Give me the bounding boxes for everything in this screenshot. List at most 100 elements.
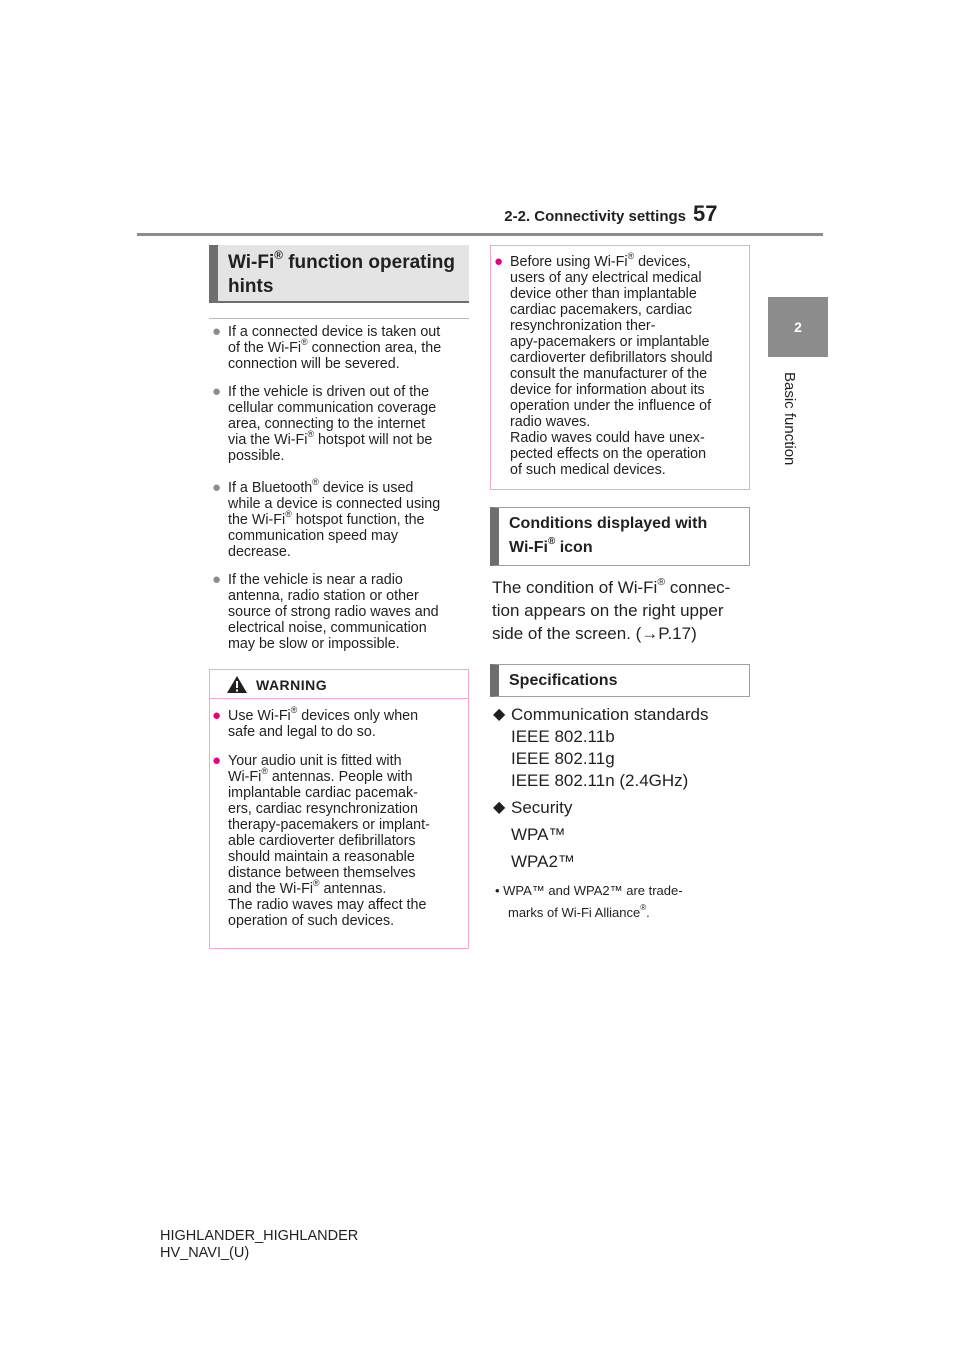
bullet-dot-icon: ● — [212, 323, 222, 340]
bullet-line: decrease. — [228, 544, 291, 560]
bullet-line: may be slow or impossible. — [228, 636, 400, 652]
bullet-dot-icon: ● — [212, 383, 222, 400]
footer-model: HIGHLANDER_HIGHLANDER — [160, 1228, 359, 1244]
bullet-line: operation under the influence of — [510, 398, 712, 414]
hints-section-heading: Wi-Fi® function operating hints — [209, 245, 469, 303]
bullet-line: connection will be severed. — [228, 356, 400, 372]
bullet-dot-icon: ● — [494, 253, 504, 270]
footnote-line: marks of Wi-Fi Alliance®. — [508, 903, 650, 920]
warning-triangle-icon — [227, 676, 247, 693]
spec-value: IEEE 802.11g — [511, 749, 615, 768]
hints-title-pre: Wi-Fi — [228, 252, 275, 273]
bullet-line: should maintain a reasonable — [228, 849, 415, 865]
spec-item-communication: ◆ Communication standards — [493, 704, 763, 726]
trademark-footnote: • WPA™ and WPA2™ are trade-marks of Wi-F… — [495, 880, 765, 924]
warning-box-continued — [490, 245, 750, 490]
conditions-text-line: The condition of Wi-Fi® connec- — [492, 575, 731, 597]
bullet-line: Before using Wi-Fi® devices, — [510, 250, 691, 270]
bullet-line: therapy-pacemakers or implant- — [228, 817, 430, 833]
bullet-text: Before using Wi-Fi® devices,users of any… — [510, 250, 713, 478]
hints-title-post: function operating — [282, 252, 455, 273]
header-rule — [137, 233, 823, 236]
spec-item-security: ◆ Security — [493, 797, 763, 819]
bullet-line: If the vehicle is driven out of the — [228, 384, 430, 400]
bullet-line: device for information about its — [510, 382, 705, 398]
warning-title: WARNING — [256, 677, 328, 693]
section-header: 2-2. Connectivity settings — [504, 208, 686, 225]
bullet-line: apy-pacemakers or implantable — [510, 334, 710, 350]
hints-divider — [209, 318, 469, 319]
bullet-line: ers, cardiac resynchronization — [228, 801, 418, 817]
bullet-line: communication speed may — [228, 528, 399, 544]
spec-label-security: Security — [511, 798, 573, 817]
bullet-line: Use Wi-Fi® devices only when — [228, 704, 419, 724]
hints-heading-underline — [209, 301, 469, 303]
bullet-line: cardioverter defibrillators should — [510, 350, 713, 366]
spec-value: WPA™ — [511, 825, 566, 844]
bullet-item: ● Before using Wi-Fi® devices,users of an… — [494, 250, 750, 478]
bullet-line: resynchronization ther- — [510, 318, 656, 334]
bullet-line: device other than implantable — [510, 286, 697, 302]
bullet-line: able cardioverter defibrillators — [228, 833, 416, 849]
bullet-line: via the Wi-Fi® hotspot will not be — [228, 428, 433, 448]
bullet-dot-icon: ● — [212, 707, 222, 724]
bullet-line: possible. — [228, 448, 285, 464]
diamond-bullet-icon: ◆ — [493, 706, 506, 723]
bullet-dot-icon: ● — [212, 752, 222, 769]
conditions-title-line1: Conditions displayed with — [509, 515, 708, 532]
footnote-line: • WPA™ and WPA2™ are trade- — [495, 883, 683, 898]
bullet-line: the Wi-Fi® hotspot function, the — [228, 508, 425, 528]
specs-section-heading: Specifications — [490, 664, 750, 697]
spec-value: IEEE 802.11n (2.4GHz) — [511, 771, 689, 790]
hints-title-line2: hints — [228, 276, 274, 297]
warning-box — [209, 669, 469, 949]
chapter-tab-label: Basic function — [781, 372, 798, 466]
bullet-line: Radio waves could have unex- — [510, 430, 705, 446]
spec-value: IEEE 802.11b — [511, 727, 615, 746]
bullet-line: of such medical devices. — [510, 462, 666, 478]
page-number: 57 — [693, 201, 718, 226]
bullet-line: while a device is connected using — [228, 496, 441, 512]
bullet-line: source of strong radio waves and — [228, 604, 439, 620]
conditions-section-heading: Conditions displayed with Wi-Fi® icon — [490, 507, 750, 566]
spec-label-communication: Communication standards — [511, 705, 709, 724]
bullet-line: users of any electrical medical — [510, 270, 702, 286]
bullet-dot-icon: ● — [212, 571, 222, 588]
footer-variant: HV_NAVI_(U) — [160, 1245, 250, 1261]
bullet-line: Your audio unit is fitted with — [228, 753, 402, 769]
spec-value: WPA2™ — [511, 852, 575, 871]
bullet-line: antenna, radio station or other — [228, 588, 419, 604]
warning-header — [210, 670, 468, 699]
hints-title-sup: ® — [274, 248, 283, 262]
bullet-dot-icon: ● — [212, 479, 222, 496]
conditions-title-line2: Wi-Fi® icon — [509, 536, 593, 556]
bullet-line: safe and legal to do so. — [228, 724, 376, 740]
bullet-line: distance between themselves — [228, 865, 416, 881]
bullet-line: If a Bluetooth® device is used — [228, 476, 414, 496]
conditions-text-line[interactable]: side of the screen. (→P.17) — [492, 624, 697, 643]
bullet-line: area, connecting to the internet — [228, 416, 426, 432]
conditions-text: The condition of Wi-Fi® connec-tion appe… — [492, 576, 762, 645]
bullet-line: radio waves. — [510, 414, 591, 430]
bullet-line: operation of such devices. — [228, 913, 395, 929]
bullet-line: cellular communication coverage — [228, 400, 437, 416]
bullet-line: and the Wi-Fi® antennas. — [228, 877, 387, 897]
bullet-line: consult the manufacturer of the — [510, 366, 708, 382]
conditions-text-line: tion appears on the right upper — [492, 601, 724, 620]
bullet-line: implantable cardiac pacemak- — [228, 785, 418, 801]
bullet-line: The radio waves may affect the — [228, 897, 427, 913]
chapter-tab[interactable]: 2 — [768, 297, 828, 357]
bullet-line: If the vehicle is near a radio — [228, 572, 403, 588]
diamond-bullet-icon: ◆ — [493, 799, 506, 816]
